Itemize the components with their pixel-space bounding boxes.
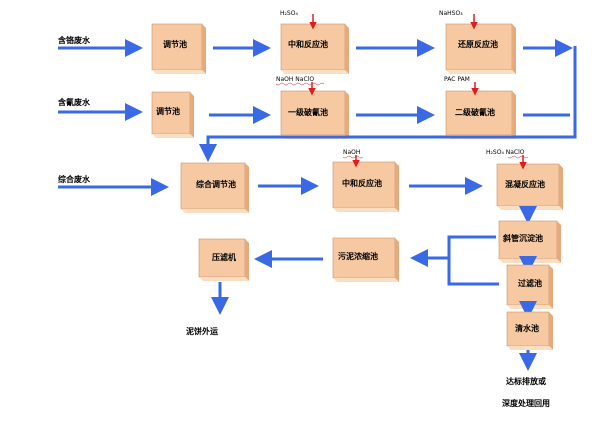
unit-filter: 过滤池	[506, 264, 553, 309]
svg-text:清水池: 清水池	[515, 323, 539, 333]
svg-text:压滤机: 压滤机	[212, 252, 236, 262]
unit-press: 压滤机	[198, 238, 249, 281]
svg-text:过滤池: 过滤池	[518, 278, 542, 288]
output-sludge: 泥饼外运	[186, 326, 218, 336]
input-label-mixed: 综合废水	[58, 174, 91, 184]
unit-adjust-2: 调节池	[151, 91, 194, 138]
unit-settle: 斜管沉淀池	[498, 220, 561, 263]
squiggle-underline	[507, 155, 529, 159]
chem-h2so4-1: H₂SO₄	[280, 10, 298, 17]
unit-sludge-thick: 污泥浓缩池	[332, 237, 399, 282]
chem-naoh-naclo-1: NaOH NaClO	[276, 76, 314, 83]
unit-clear: 清水池	[506, 311, 553, 350]
svg-text:斜管沉淀池: 斜管沉淀池	[502, 233, 543, 243]
chem-naoh-2: NaOH	[343, 149, 360, 156]
svg-text:污泥浓缩池: 污泥浓缩池	[338, 251, 378, 261]
svg-text:一级破氰池: 一级破氰池	[288, 107, 328, 117]
squiggle-underline	[342, 155, 364, 159]
svg-text:还原反应池: 还原反应池	[457, 39, 498, 49]
input-label-chromium: 含铬废水	[58, 35, 91, 45]
svg-text:中和反应池: 中和反应池	[288, 39, 328, 49]
squiggle-underline	[275, 82, 325, 86]
collector-flow-line	[199, 46, 577, 162]
svg-text:综合调节池: 综合调节池	[196, 179, 236, 189]
svg-text:调节池: 调节池	[163, 39, 187, 49]
unit-adjust-3: 综合调节池	[180, 162, 249, 213]
input-label-cyanide: 含氰废水	[58, 97, 91, 107]
unit-oxid-2: 二级破氰池	[445, 90, 516, 139]
sludge-return-line	[447, 235, 499, 286]
unit-reduction: 还原反应池	[445, 23, 516, 74]
svg-text:混凝反应池: 混凝反应池	[505, 179, 545, 189]
svg-text:二级破氰池: 二级破氰池	[455, 107, 495, 117]
output-discharge: 达标排放或	[506, 376, 546, 386]
unit-neutral-1: 中和反应池	[280, 23, 349, 74]
output-reuse: 深度处理回用	[502, 398, 550, 408]
unit-oxid-1: 一级破氰池	[280, 90, 349, 139]
chem-h2so4-naclo: H₂SO₄ NaClO	[486, 149, 525, 156]
svg-text:中和反应池: 中和反应池	[342, 178, 382, 188]
svg-text:调节池: 调节池	[156, 106, 180, 116]
unit-coag: 混凝反应池	[496, 163, 563, 210]
chem-pac-pam: PAC PAM	[444, 76, 470, 83]
chem-nahso3: NaHSO₃	[439, 10, 463, 17]
unit-neutral-2: 中和反应池	[332, 161, 399, 212]
unit-adjust-1: 调节池	[151, 23, 206, 74]
